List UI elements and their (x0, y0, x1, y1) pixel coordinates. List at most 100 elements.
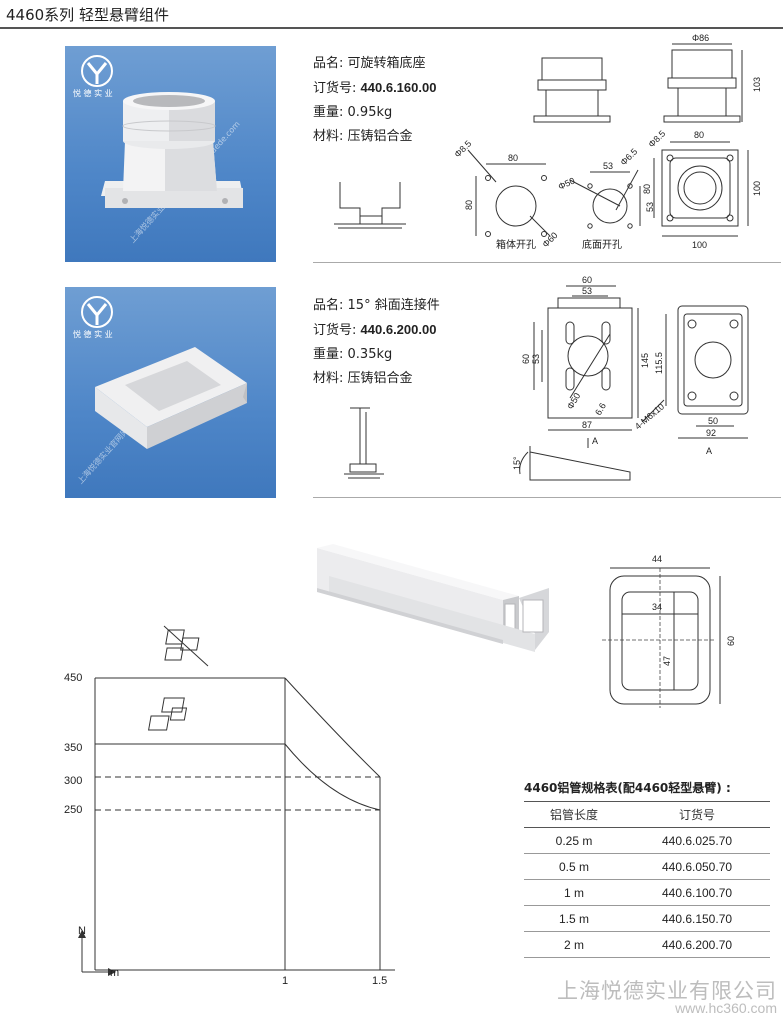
dim-angle: 15° (512, 456, 522, 470)
load-chart: N m 450 350 300 250 1 1.5 (64, 625, 395, 985)
table-title: 4460铝管规格表(配4460轻型悬臂) : (524, 781, 731, 795)
profile-section-drawing: 44 34 47 60 (602, 554, 736, 708)
dim-flange-h: 80 (642, 184, 652, 194)
spec-value-weight: 0.35kg (347, 347, 393, 362)
profile-dim-h-inner: 47 (662, 656, 672, 666)
spec-row-material: 材料: 压铸铝合金 (313, 367, 440, 391)
dim-w87: 87 (582, 420, 592, 430)
table-cell-order: 440.6.100.70 (624, 879, 770, 906)
spec-value-material: 压铸铝合金 (347, 371, 413, 386)
dim-w50: 50 (708, 416, 718, 426)
table-header-order: 订货号 (624, 801, 770, 828)
table-header-row: 铝管长度 订货号 (524, 801, 770, 828)
dim-top60: 60 (582, 275, 592, 285)
spec-label-weight: 重量: (313, 105, 344, 120)
table-cell-order: 440.6.025.70 (624, 827, 770, 854)
curve-350-250 (284, 743, 381, 811)
tube-spec-table: 铝管长度 订货号 0.25 m 440.6.025.70 0.5 m 440.6… (524, 801, 770, 958)
table-cell-length: 2 m (524, 931, 625, 958)
page-title: 4460系列 轻型悬臂组件 (6, 6, 169, 24)
y-tick-350: 350 (64, 742, 82, 754)
dim-box-hole-w: 80 (508, 153, 518, 163)
dim-box-center-dia: Φ60 (540, 230, 559, 249)
table-row: 1.5 m 440.6.150.70 (524, 905, 770, 932)
brand-logo-icon (81, 296, 113, 328)
product-spec-1: 品名: 可旋转箱底座 订货号: 440.6.160.00 重量: 0.95kg … (313, 52, 436, 149)
y-tick-450: 450 (64, 672, 82, 684)
dim-bottom-w: 53 (603, 161, 613, 171)
y-axis-label: N (78, 925, 86, 937)
table-row: 2 m 440.6.200.70 (524, 931, 770, 958)
caption-box-cut: 箱体开孔 (496, 238, 536, 251)
x-tick-1: 1 (282, 975, 288, 985)
table-row: 0.25 m 440.6.025.70 (524, 827, 770, 854)
profile-dim-w-outer: 44 (652, 554, 662, 564)
y-tick-250: 250 (64, 804, 82, 816)
profile-dim-w-inner: 34 (652, 602, 662, 612)
dim-outer-w: 100 (692, 240, 707, 250)
product-photo-1: 悦 德 实 业 上海悦德实业官网网站: www.shyuede.com (65, 46, 276, 262)
dim-bottom-hole: Φ6.5 (618, 146, 639, 167)
spec-value-order: 440.6.200.00 (360, 322, 437, 337)
table-cell-length: 1.5 m (524, 905, 625, 932)
dim-outer-h: 100 (752, 181, 762, 196)
brand-logo-text: 悦 德 实 业 (73, 330, 113, 339)
table-row: 1 m 440.6.100.70 (524, 879, 770, 906)
spec-value-material: 压铸铝合金 (347, 129, 413, 144)
dim-bottom-h: 53 (645, 202, 655, 212)
product-photo-2: 悦 德 实 业 上海悦德实业官网网站: www.shyuede.com (65, 287, 276, 498)
section-label-a2: A (706, 446, 712, 456)
chart-plot-layer (95, 677, 381, 970)
spec-row-weight: 重量: 0.95kg (313, 101, 436, 125)
angle-connector-render (95, 347, 247, 449)
technical-drawing-1: Φ86 103 80 80 Φ8.5 Φ60 53 53 Φ6.5 Φ50 80… (334, 33, 762, 251)
dim-flange-w: 80 (694, 130, 704, 140)
dim-top53: 53 (582, 286, 592, 296)
brand-logo-text: 悦 德 实 业 (73, 89, 113, 98)
curve-450-300 (284, 677, 381, 778)
table-cell-length: 1 m (524, 879, 625, 906)
spec-row-name: 品名: 15° 斜面连接件 (313, 294, 440, 318)
spec-label-material: 材料: (313, 129, 344, 144)
dim-flange-hole: Φ8.5 (646, 128, 667, 149)
dim-w92: 92 (706, 428, 716, 438)
spec-label-name: 品名: (313, 298, 344, 313)
footer-url: www.hc360.com (675, 1000, 777, 1016)
table-cell-order: 440.6.200.70 (624, 931, 770, 958)
spec-value-weight: 0.95kg (347, 105, 393, 120)
section-divider-1 (313, 262, 781, 263)
spec-value-name: 可旋转箱底座 (347, 56, 426, 71)
product-spec-2: 品名: 15° 斜面连接件 订货号: 440.6.200.00 重量: 0.35… (313, 294, 440, 391)
spec-row-order: 订货号: 440.6.160.00 (313, 76, 436, 101)
table-cell-length: 0.25 m (524, 827, 625, 854)
spec-row-material: 材料: 压铸铝合金 (313, 125, 436, 149)
brand-logo-icon (81, 55, 113, 87)
dim-left53: 53 (531, 354, 541, 364)
dim-d50: Φ50 (565, 391, 582, 411)
dim-box-hole-h: 80 (464, 200, 474, 210)
footer-company: 上海悦德实业有限公司 (557, 979, 777, 1003)
dim-top-dia: Φ86 (692, 33, 709, 43)
y-tick-300: 300 (64, 775, 82, 787)
header-rule (0, 27, 783, 29)
table-row: 0.5 m 440.6.050.70 (524, 853, 770, 880)
x-tick-1-5: 1.5 (372, 975, 387, 985)
spec-label-weight: 重量: (313, 347, 344, 362)
table-cell-order: 440.6.150.70 (624, 905, 770, 932)
caption-bottom-cut: 底面开孔 (582, 238, 622, 251)
section-label-a: A (592, 436, 598, 446)
dim-box-hole-dia: Φ8.5 (452, 138, 473, 159)
spec-label-name: 品名: (313, 56, 344, 71)
table-cell-order: 440.6.050.70 (624, 853, 770, 880)
spec-row-weight: 重量: 0.35kg (313, 343, 440, 367)
aluminum-tube-render (317, 544, 549, 652)
spec-label-material: 材料: (313, 371, 344, 386)
rotating-base-render (101, 92, 243, 208)
dim-bottom-center: Φ50 (557, 175, 577, 191)
table-header-length: 铝管长度 (524, 801, 625, 828)
spec-label-order: 订货号: (313, 323, 357, 338)
x-axis-label: m (110, 967, 119, 979)
spec-row-order: 订货号: 440.6.200.00 (313, 318, 440, 343)
table-cell-length: 0.5 m (524, 853, 625, 880)
spec-label-order: 订货号: (313, 81, 357, 96)
